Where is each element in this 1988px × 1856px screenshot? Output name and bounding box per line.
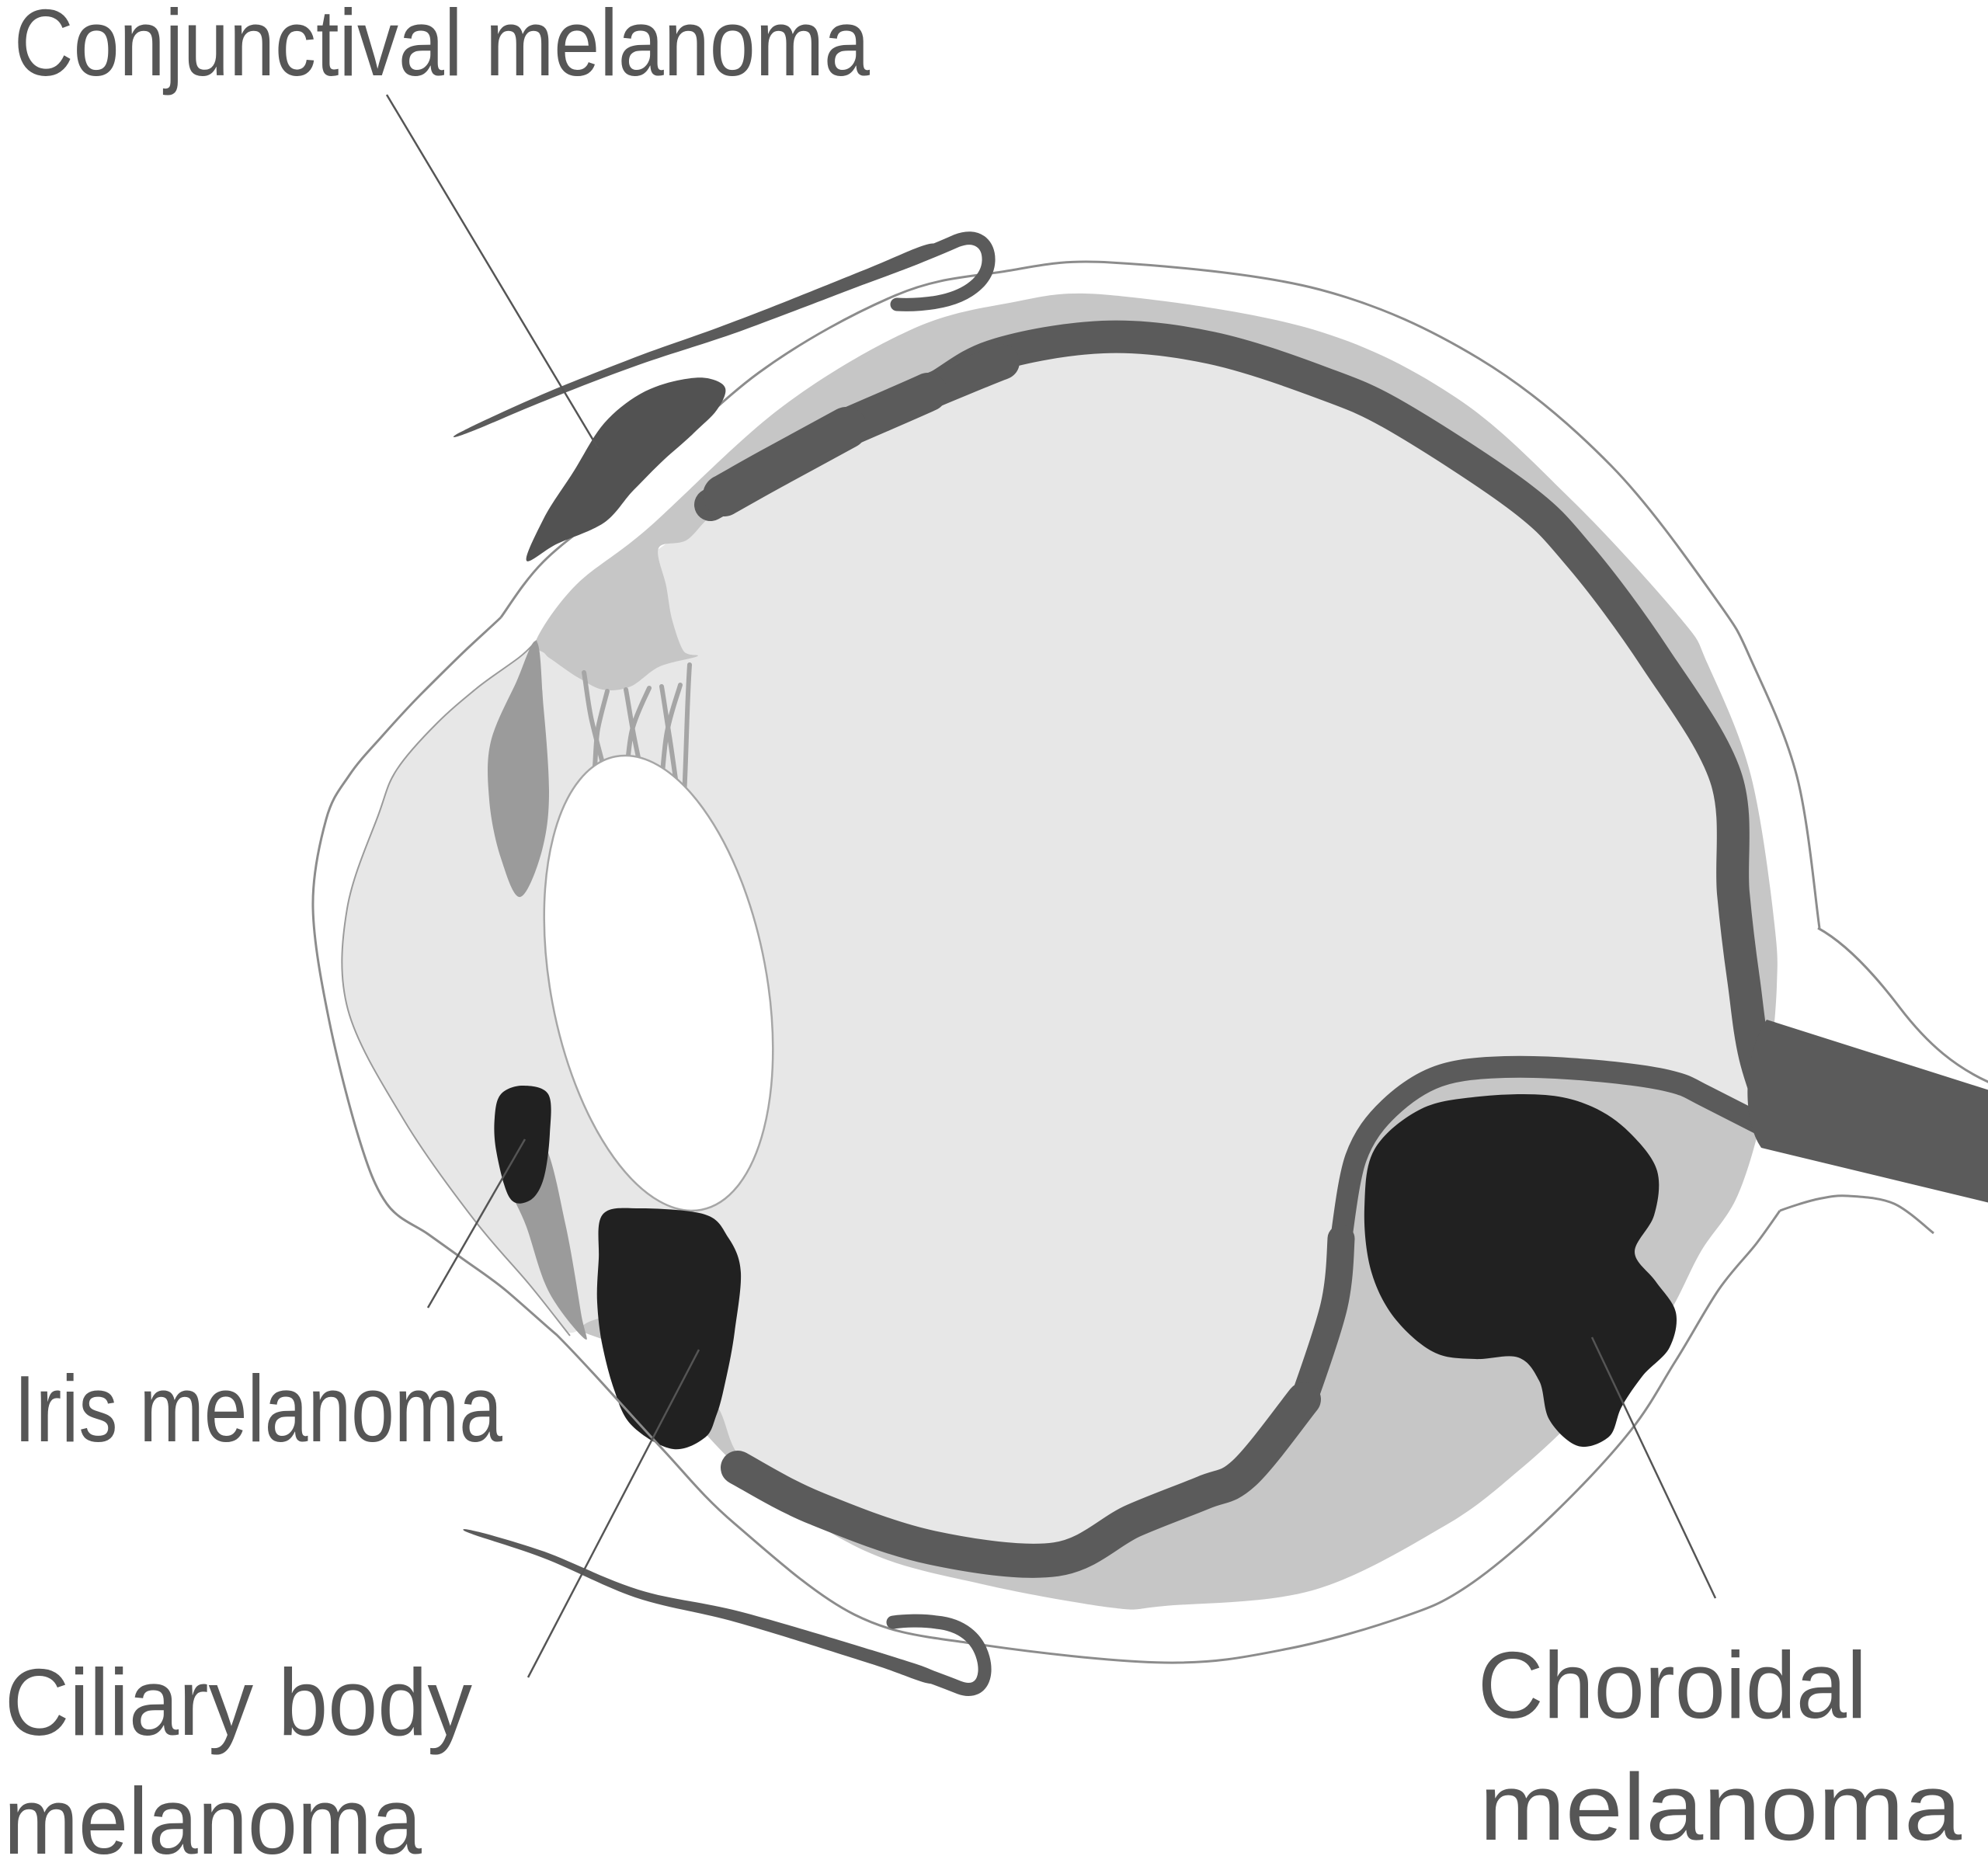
svg-text:melanoma: melanoma	[4, 1768, 422, 1856]
svg-text:melanoma: melanoma	[1479, 1754, 1962, 1856]
svg-text:Ciliary body: Ciliary body	[5, 1649, 472, 1755]
svg-text:Iris melanoma: Iris melanoma	[14, 1356, 502, 1462]
svg-text:Choroidal: Choroidal	[1478, 1632, 1867, 1738]
svg-text:Conjunctival melanoma: Conjunctival melanoma	[14, 0, 870, 96]
